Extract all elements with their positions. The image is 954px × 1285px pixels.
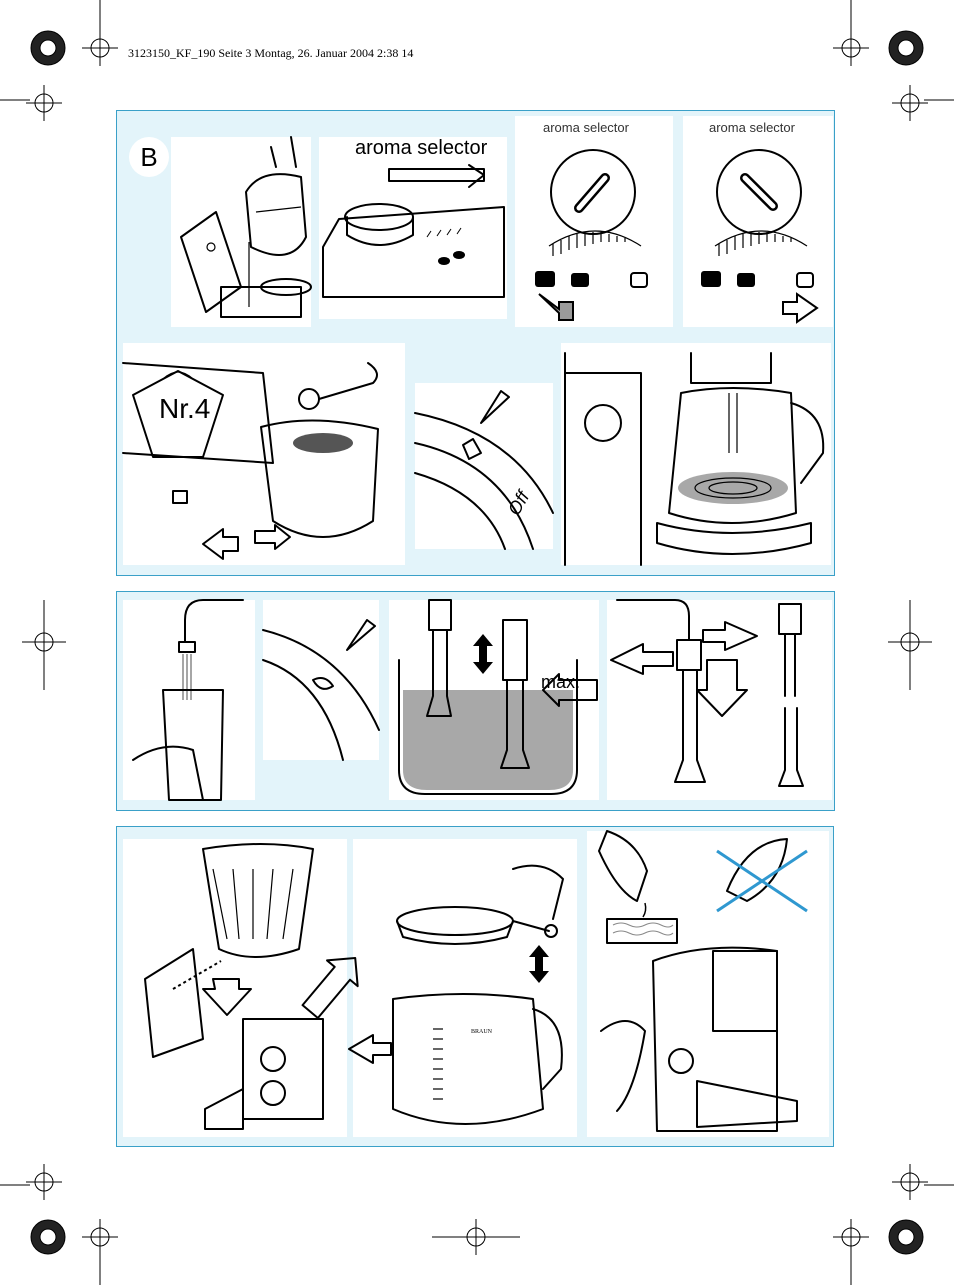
aroma-selector-right-label: aroma selector: [709, 120, 795, 135]
faucet-filling-illustration: [123, 599, 255, 801]
cleaning-machine-illustration: [587, 830, 829, 1137]
aroma-selector-top-view: aroma selector: [319, 137, 507, 319]
section-b-panel: B aroma selector: [116, 110, 835, 576]
brewing-carafe-illustration: [561, 343, 831, 566]
carafe-lid-illustration: BRAUN: [301, 839, 577, 1137]
aroma-selector-main-label: aroma selector: [355, 137, 488, 159]
carafe-brand-label: BRAUN: [471, 1029, 493, 1035]
max-level-label: max.: [541, 672, 581, 692]
aroma-dial-mild: aroma selector: [683, 116, 833, 327]
section-d-panel: D: [116, 826, 834, 1147]
dishwasher-illustration: [123, 839, 347, 1137]
drip-stop-illustration: [262, 600, 380, 761]
water-level-illustration: max.: [389, 599, 599, 800]
power-dial-illustration: Off: [414, 383, 554, 550]
filter-size-label: Nr.4: [159, 393, 211, 424]
print-header: 3123150_KF_190 Seite 3 Montag, 26. Janua…: [128, 46, 414, 60]
tube-cleaning-illustration: [607, 599, 832, 800]
aroma-dial-strong: aroma selector: [515, 116, 673, 327]
pour-water-illustration: [171, 136, 312, 327]
section-b-letter: B: [129, 137, 169, 177]
filter-insertion-illustration: Nr.4: [122, 343, 405, 565]
section-c-panel: C max.: [116, 591, 835, 811]
aroma-selector-left-label: aroma selector: [543, 120, 629, 135]
